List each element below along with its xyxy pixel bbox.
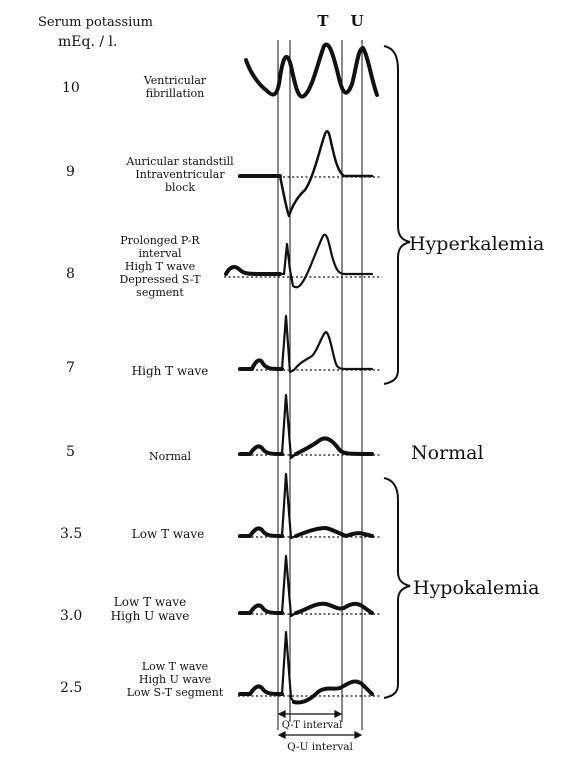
level-7: 7 — [66, 360, 75, 376]
hypokalemia-brace — [383, 477, 411, 699]
potassium-levels: 10 9 8 7 5 3.5 3.0 2.5 — [60, 80, 82, 696]
trace-high-t-qrs — [280, 314, 374, 374]
header-line-1: Serum potassium — [38, 15, 153, 30]
qu-left-arrow — [277, 731, 286, 739]
row-2-5-label-3: Low S-T segment — [127, 686, 224, 699]
trace-low-t-high-u-qrs — [280, 554, 298, 618]
trace-low-t-qrs — [280, 472, 298, 540]
trace-high-t — [238, 358, 284, 371]
header-line-2: mEq. / l. — [58, 34, 117, 50]
u-wave-marker: U — [350, 12, 363, 30]
trace-low-t-high-u — [238, 603, 284, 615]
qu-right-arrow — [354, 731, 363, 739]
trace-low-st — [238, 684, 284, 696]
reference-lines — [277, 40, 363, 730]
row-5-label-1: Normal — [149, 450, 191, 463]
row-10-label-1: Ventricular — [143, 74, 207, 87]
hyperkalemia-brace — [383, 45, 411, 385]
interval-brackets — [277, 710, 363, 739]
qu-interval-label: Q-U interval — [287, 741, 353, 753]
row-8-label-4: Depressed S-T — [119, 273, 201, 286]
t-wave-marker: T — [317, 12, 329, 30]
trace-low-t — [238, 526, 284, 538]
row-7-label-1: High T wave — [132, 364, 209, 378]
level-8: 8 — [66, 266, 75, 282]
trace-normal — [238, 444, 284, 456]
level-9: 9 — [66, 164, 75, 180]
normal-label: Normal — [411, 442, 484, 464]
qt-interval-label: Q-T interval — [282, 720, 343, 731]
row-8-label-3: High T wave — [125, 260, 195, 273]
trace-normal-qrs — [280, 393, 298, 460]
hypokalemia-label: Hypokalemia — [413, 577, 540, 599]
trace-prolonged-pr — [224, 265, 282, 276]
row-2-5-label-1: Low T wave — [142, 660, 208, 673]
trace-prolonged-pr-qrs — [278, 233, 374, 289]
level-3-0: 3.0 — [60, 608, 82, 624]
row-3-0-label-1: Low T wave — [114, 595, 186, 609]
trace-low-t-wave — [294, 526, 374, 538]
baselines — [224, 176, 382, 697]
row-8-label-2: interval — [138, 247, 182, 260]
row-8-label-5: segment — [136, 286, 184, 299]
group-braces — [383, 45, 411, 699]
trace-low-st-wave — [292, 679, 374, 705]
row-labels: Ventricular fibrillation Auricular stand… — [111, 74, 234, 699]
trace-ventricular-fibrillation — [244, 42, 379, 99]
trace-low-st-qrs — [280, 630, 296, 704]
row-3-5-label-1: Low T wave — [132, 527, 204, 541]
qt-right-arrow — [334, 710, 343, 718]
trace-low-t-high-u-wave — [294, 601, 374, 615]
row-10-label-2: fibrillation — [146, 87, 204, 100]
qt-left-arrow — [277, 710, 286, 718]
row-9-label-1: Auricular standstill — [125, 155, 234, 168]
level-10: 10 — [62, 80, 80, 96]
ecg-traces — [224, 42, 379, 705]
level-2-5: 2.5 — [60, 680, 82, 696]
row-3-0-label-2: High U wave — [111, 609, 190, 623]
level-3-5: 3.5 — [60, 526, 82, 542]
level-5: 5 — [66, 444, 75, 460]
row-8-label-1: Prolonged P-R — [120, 234, 200, 247]
row-9-label-2: Intraventricular — [135, 168, 225, 181]
row-9-label-3: block — [165, 181, 195, 194]
row-2-5-label-2: High U wave — [139, 673, 211, 686]
hyperkalemia-label: Hyperkalemia — [409, 233, 544, 255]
trace-normal-t — [294, 436, 374, 456]
trace-auricular-standstill-qrs — [278, 130, 374, 218]
